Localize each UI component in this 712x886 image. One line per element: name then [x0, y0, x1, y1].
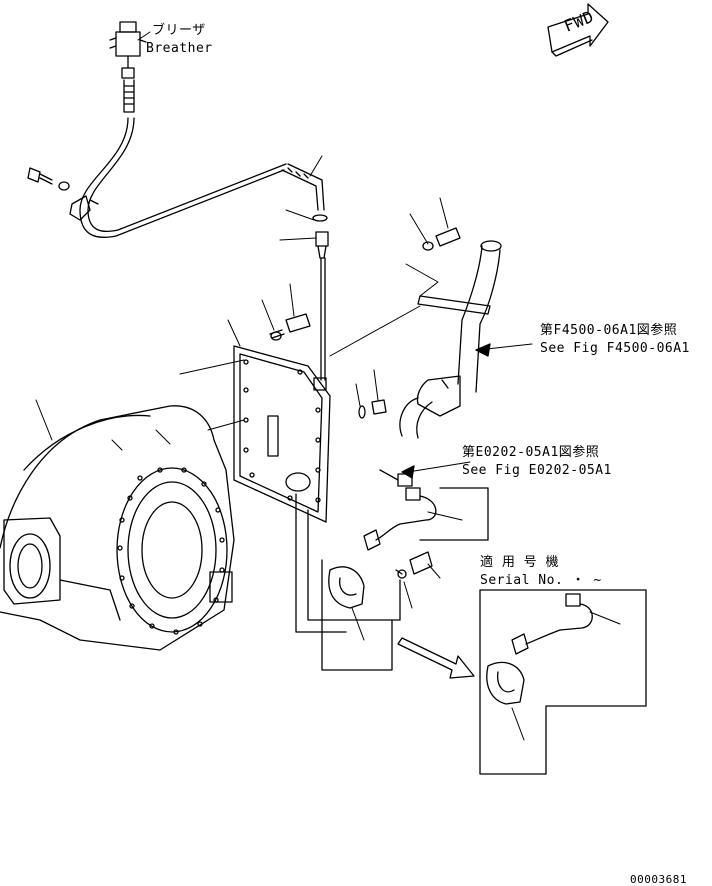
- pointer-arrow-icon: [398, 638, 474, 678]
- applicable-label-jp: 適 用 号 機: [480, 555, 559, 570]
- pipe-bolt-icon: [423, 228, 460, 250]
- breather-icon: [110, 22, 146, 112]
- sensor-harness: [329, 470, 436, 608]
- ref-e0202-label-jp: 第E0202-05A1図参照: [462, 445, 600, 460]
- axle-housing: [0, 406, 234, 650]
- fitting-icon: [313, 215, 328, 380]
- inset-panel: [480, 590, 646, 774]
- breather-label-jp: ブリーザ: [152, 23, 206, 38]
- breather-hose: [80, 118, 324, 237]
- ref-arrow-icon: [402, 344, 490, 478]
- cover-plate: [234, 346, 330, 522]
- oil-pipe: [400, 241, 501, 438]
- clamp-bolt-icon: [28, 168, 98, 220]
- breather-label-en: Breather: [146, 41, 213, 56]
- leader-lines: [36, 32, 620, 740]
- plug-icon: [359, 400, 386, 418]
- fwd-arrow-icon: [548, 4, 608, 56]
- serial-label-en: Serial No. ・ ~: [480, 573, 602, 588]
- ref-e0202-label-en: See Fig E0202-05A1: [462, 463, 612, 478]
- harness-route: [296, 488, 488, 670]
- ref-f4500-label-en: See Fig F4500-06A1: [540, 341, 690, 356]
- ref-f4500-label-jp: 第F4500-06A1図参照: [540, 323, 678, 338]
- bolt-icon: [270, 314, 310, 340]
- drawing-number: 00003681: [630, 873, 687, 886]
